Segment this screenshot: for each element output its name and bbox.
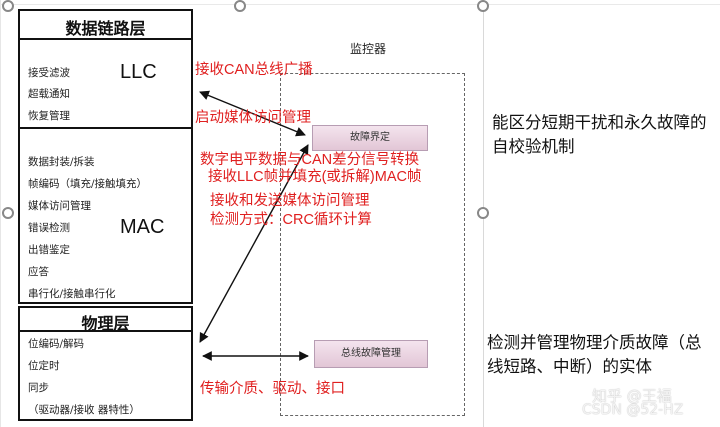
- title-separator: [20, 38, 191, 40]
- note-bus-fault-desc: 检测并管理物理介质故障（总线短路、中断）的实体: [487, 333, 702, 376]
- physical-layer-title: 物理层: [81, 314, 130, 333]
- data-link-layer-box: 数据链路层 接受滤波 超载通知 恢复管理 LLC 数据封装/拆装 帧编码（填充/…: [18, 9, 193, 304]
- annotation-start-media-access: 启动媒体访问管理: [195, 110, 311, 126]
- watermark-csdn: CSDN @52-HZ: [582, 402, 684, 418]
- resize-handle-mid-right[interactable]: [477, 207, 489, 219]
- arrow-llc-to-fault-confinement: [199, 90, 306, 137]
- llc-item: 接受滤波: [28, 67, 70, 79]
- llc-item: 超载通知: [28, 88, 70, 100]
- mac-item: 媒体访问管理: [28, 200, 91, 212]
- bus-fault-management-box: 总线故障管理: [314, 340, 428, 368]
- divider-left: [0, 0, 1, 427]
- resize-handle-top-left[interactable]: [2, 0, 14, 12]
- data-link-layer-title: 数据链路层: [65, 19, 146, 38]
- divider-top: [0, 4, 720, 5]
- mac-item: 应答: [28, 266, 49, 278]
- physical-item: 位定时: [28, 360, 60, 372]
- monitor-title: 监控器: [350, 42, 387, 56]
- physical-layer-box: 物理层 位编码/解码 位定时 同步 （驱动器/接收 器特性）: [18, 306, 193, 421]
- mac-item: 出错鉴定: [28, 244, 70, 256]
- physical-item: （驱动器/接收 器特性）: [28, 404, 140, 416]
- llc-mac-separator: [20, 127, 191, 129]
- annotation-media-access-mgmt: 接收和发送媒体访问管理: [210, 193, 370, 209]
- watermark-zhihu: 知乎 @王福: [592, 387, 672, 405]
- resize-handle-top-right[interactable]: [477, 0, 489, 12]
- resize-handle-mid-left[interactable]: [2, 207, 14, 219]
- resize-handle-top-middle[interactable]: [234, 0, 246, 12]
- fault-confinement-box: 故障界定: [312, 125, 428, 151]
- mac-item: 数据封装/拆装: [28, 156, 95, 168]
- mac-item: 串行化/接触串行化: [28, 288, 116, 300]
- mac-item: 帧编码（填充/接触填充）: [28, 178, 148, 190]
- arrow-physical-to-fault-confinement: [199, 144, 309, 343]
- note-fault-confinement-desc: 能区分短期干扰和永久故障的自校验机制: [492, 113, 707, 156]
- physical-title-separator: [20, 330, 191, 332]
- llc-label: LLC: [120, 61, 157, 83]
- annotation-transmission-medium: 传输介质、驱动、接口: [200, 381, 345, 397]
- annotation-crc-detection: 检测方式：CRC循环计算: [210, 212, 372, 228]
- mac-item: 错误检测: [28, 222, 70, 234]
- annotation-signal-conversion: 数字电平数据与CAN差分信号转换: [200, 152, 420, 168]
- physical-item: 同步: [28, 382, 49, 394]
- mac-label: MAC: [120, 216, 165, 238]
- annotation-llc-mac-frame: 接收LLC帧并填充(或拆解)MAC帧: [208, 169, 422, 185]
- annotation-receive-can-broadcast: 接收CAN总线广播: [195, 62, 313, 78]
- llc-item: 恢复管理: [28, 110, 70, 122]
- physical-item: 位编码/解码: [28, 338, 85, 350]
